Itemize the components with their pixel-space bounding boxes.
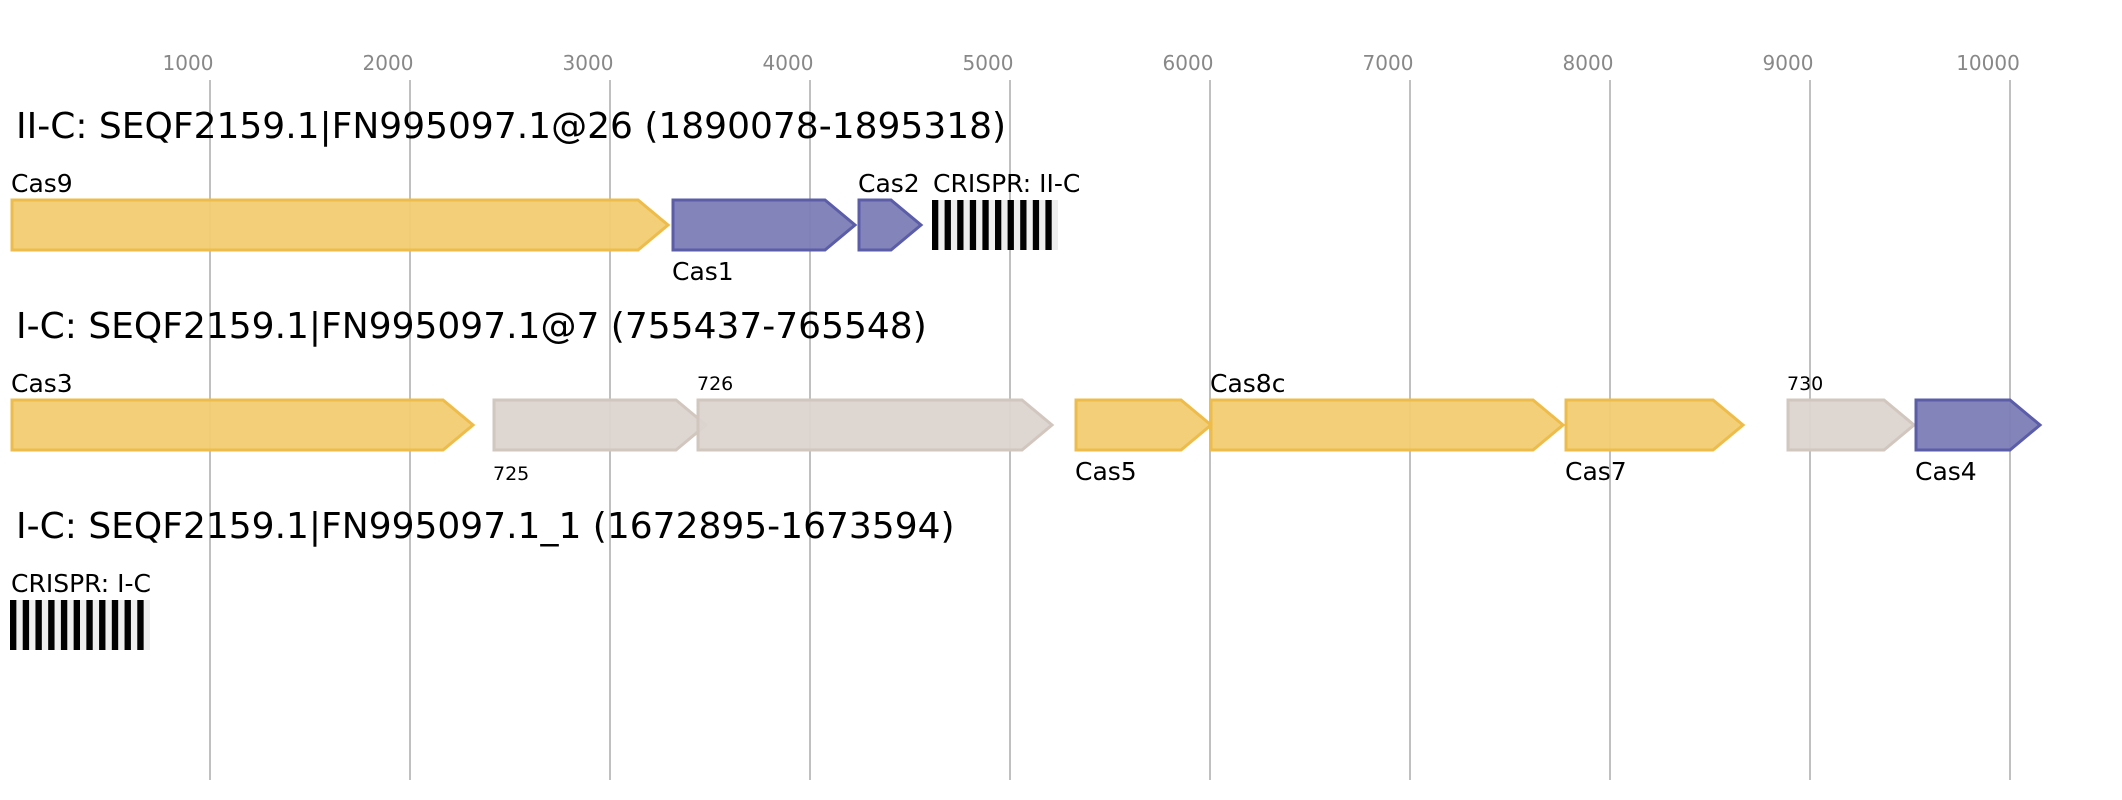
crispr-repeat (1032, 200, 1040, 250)
locus-row: I-C: SEQF2159.1|FN995097.1@7 (755437-765… (10, 306, 2043, 486)
crispr-repeat (22, 600, 30, 650)
feature-label: CRISPR: II-C (933, 169, 1080, 198)
feature-label: 730 (1787, 373, 1823, 395)
crispr-repeat (60, 600, 68, 650)
crispr-repeat (995, 200, 1002, 250)
feature-label: Cas3 (11, 369, 73, 398)
feature-label: Cas1 (672, 257, 734, 286)
feature-label: Cas5 (1075, 457, 1137, 486)
feature-label: Cas4 (1915, 457, 1977, 486)
tick-label: 2000 (363, 51, 414, 75)
gene-arrow-cas8c (1209, 398, 1566, 452)
feature-label: Cas9 (11, 169, 73, 198)
crispr-repeat (932, 200, 939, 250)
gene-arrow-cas4 (1914, 398, 2043, 452)
tick-label: 8000 (1563, 51, 1614, 75)
tick-label: 9000 (1763, 51, 1814, 75)
tick-label: 5000 (963, 51, 1014, 75)
crispr-repeat (111, 600, 119, 650)
crispr-repeat (957, 200, 964, 250)
feature-label: 726 (697, 373, 733, 395)
feature-label: Cas7 (1565, 457, 1627, 486)
crispr-repeat (124, 600, 131, 650)
locus-title: I-C: SEQF2159.1|FN995097.1_1 (1672895-16… (16, 506, 955, 547)
tick-label: 7000 (1363, 51, 1414, 75)
gene-arrow-cas5 (1074, 398, 1214, 452)
crispr-repeat (86, 600, 93, 650)
crispr-repeat (48, 600, 55, 650)
gene-arrow-cas7 (1564, 398, 1746, 452)
crispr-repeat (73, 600, 80, 650)
crispr-repeat (1045, 200, 1052, 250)
crispr-repeat (35, 600, 42, 650)
crispr-repeat (1007, 200, 1014, 250)
tick-label: 10000 (1956, 51, 2020, 75)
crispr-repeat (99, 600, 106, 650)
locus-row: I-C: SEQF2159.1|FN995097.1_1 (1672895-16… (10, 506, 955, 650)
rows: II-C: SEQF2159.1|FN995097.1@26 (1890078-… (10, 106, 2043, 650)
tick-label: 4000 (763, 51, 814, 75)
feature-label: CRISPR: I-C (11, 569, 151, 598)
gene-arrow-730 (1786, 398, 1917, 452)
locus-title: I-C: SEQF2159.1|FN995097.1@7 (755437-765… (16, 306, 927, 347)
locus-title: II-C: SEQF2159.1|FN995097.1@26 (1890078-… (16, 106, 1006, 147)
gene-arrow-cas2 (857, 198, 924, 252)
gene-arrow-cas3 (10, 398, 476, 452)
tick-label: 1000 (163, 51, 214, 75)
gene-arrow-725 (492, 398, 709, 452)
crispr-repeat (10, 600, 17, 650)
crispr-repeat (1020, 200, 1027, 250)
crispr-repeat (969, 200, 977, 250)
feature-label: Cas8c (1210, 369, 1285, 398)
gene-arrow-cas9 (10, 198, 671, 252)
tick-label: 3000 (563, 51, 614, 75)
tick-label: 6000 (1163, 51, 1214, 75)
crispr-repeat (982, 200, 989, 250)
crispr-repeat (137, 600, 144, 650)
gene-arrow-cas1 (671, 198, 858, 252)
locus-row: II-C: SEQF2159.1|FN995097.1@26 (1890078-… (10, 106, 1080, 286)
gene-arrow-726 (696, 398, 1055, 452)
feature-label: 725 (493, 463, 529, 485)
crispr-repeat (944, 200, 951, 250)
feature-label: Cas2 (858, 169, 920, 198)
